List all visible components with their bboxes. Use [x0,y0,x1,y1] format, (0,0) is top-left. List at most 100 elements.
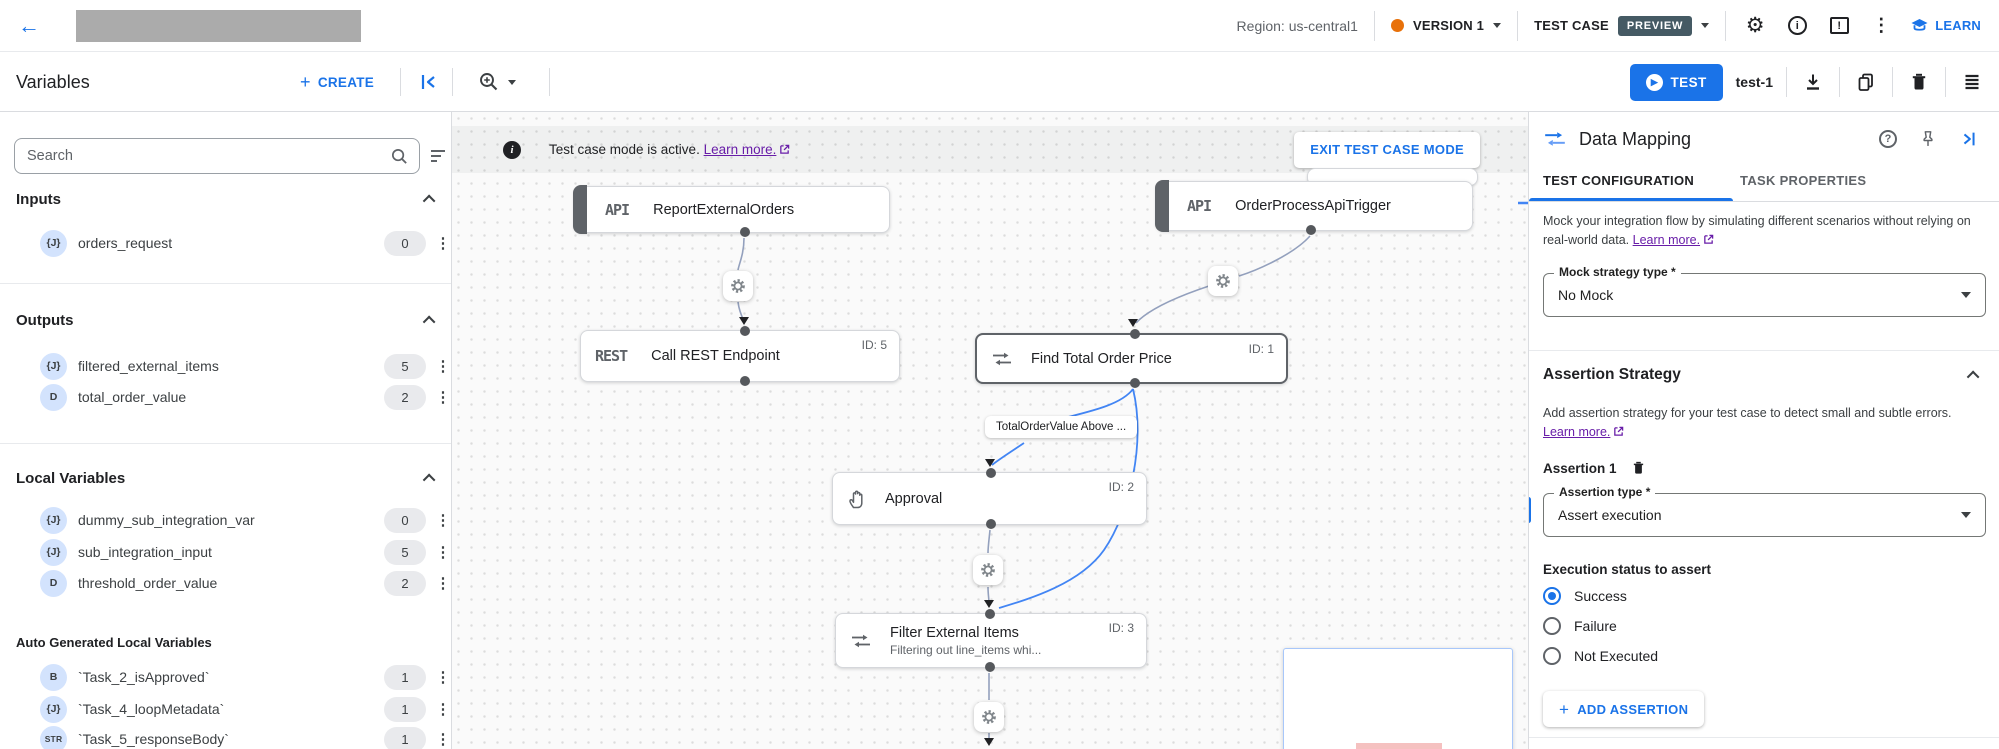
back-icon[interactable]: ← [18,12,40,38]
download-icon[interactable] [1800,69,1826,95]
search-input[interactable] [27,148,390,164]
panel-resize-handle[interactable] [1529,497,1531,523]
input-port[interactable] [985,609,995,619]
row-menu-icon[interactable]: ⋮ [435,669,451,686]
delete-assertion-icon[interactable] [1631,460,1646,476]
variable-row[interactable]: {J} dummy_sub_integration_var 0 ⋮ [0,505,451,535]
usage-count-badge: 1 [384,696,426,722]
pin-icon[interactable] [1919,130,1937,148]
canvas-minimap[interactable] [1283,648,1513,749]
more-vertical-icon[interactable]: ⋮ [1872,15,1891,35]
collapse-left-panel-icon[interactable] [418,52,440,112]
execution-log-icon[interactable] [1959,69,1985,95]
test-button[interactable]: ▶ TEST [1629,63,1723,101]
type-badge-double: D [40,569,67,597]
input-port[interactable] [1130,329,1140,339]
external-link-icon [779,143,790,158]
row-menu-icon[interactable]: ⋮ [435,544,451,561]
radio-icon[interactable] [1543,617,1561,635]
learn-link[interactable]: LEARN [1910,18,1981,34]
version-selector[interactable]: VERSION 1 [1390,18,1502,33]
row-menu-icon[interactable]: ⋮ [435,512,451,529]
output-port[interactable] [1306,225,1316,235]
divider [1839,67,1840,97]
create-variable-button[interactable]: + CREATE [300,52,374,112]
add-assertion-button[interactable]: + ADD ASSERTION [1543,691,1705,727]
integration-canvas[interactable]: i Test case mode is active. Learn more. … [452,112,1528,749]
variable-row[interactable]: {J} sub_integration_input 5 ⋮ [0,537,451,567]
row-menu-icon[interactable]: ⋮ [435,731,451,748]
assertion-type-select[interactable]: Assertion type * Assert execution [1543,485,1986,537]
test-mode-banner: i Test case mode is active. Learn more. … [452,126,1528,173]
node-report-external-orders[interactable]: API ReportExternalOrders [573,185,890,237]
row-menu-icon[interactable]: ⋮ [435,701,451,718]
output-port[interactable] [740,227,750,237]
edge-config-gear-icon[interactable] [723,271,753,301]
variable-row[interactable]: {J} filtered_external_items 5 ⋮ [0,351,451,381]
output-port[interactable] [986,519,996,529]
output-port[interactable] [1130,378,1140,388]
mock-learn-more-link[interactable]: Learn more. [1632,232,1701,247]
banner-message: Test case mode is active. Learn more. [549,142,790,158]
radio-option-failure[interactable]: Failure [1543,617,1617,635]
app-header-right: Region: us-central1 VERSION 1 TEST CASE … [1236,10,1981,41]
delete-icon[interactable] [1906,69,1932,95]
tab-test-configuration[interactable]: TEST CONFIGURATION [1543,173,1695,188]
node-title: Filter External Items [890,624,1019,641]
output-port[interactable] [985,662,995,672]
radio-option-not-executed[interactable]: Not Executed [1543,647,1658,665]
output-port[interactable] [740,376,750,386]
chevron-up-icon[interactable] [422,194,436,207]
copy-icon[interactable] [1853,69,1879,95]
node-call-rest-endpoint[interactable]: REST Call REST Endpoint ID: 5 [580,326,900,386]
chevron-up-icon[interactable] [1966,370,1980,383]
input-port[interactable] [740,326,750,336]
variable-row[interactable]: B `Task_2_isApproved` 1 ⋮ [0,662,451,692]
data-mapping-panel: Data Mapping ? TEST CONFIGURATION TASK P… [1528,112,1999,749]
node-filter-external-items[interactable]: Filter External Items Filtering out line… [835,609,1147,672]
variable-row[interactable]: {J} `Task_4_loopMetadata` 1 ⋮ [0,694,451,724]
collapse-right-panel-icon[interactable] [1959,129,1979,149]
banner-learn-more-link[interactable]: Learn more. [703,141,777,157]
panel-header: Data Mapping ? [1529,120,1999,158]
chevron-up-icon[interactable] [422,315,436,328]
usage-count-badge: 2 [384,384,426,410]
tab-task-properties[interactable]: TASK PROPERTIES [1740,173,1867,188]
canvas-zoom-control[interactable] [478,52,516,112]
info-icon[interactable]: i [1784,13,1810,39]
chevron-up-icon[interactable] [422,473,436,486]
type-badge-json: {J} [40,352,67,380]
variable-row[interactable]: STR `Task_5_responseBody` 1 ⋮ [0,724,451,749]
edge-config-gear-icon[interactable] [1208,266,1238,296]
exit-test-case-mode-button[interactable]: EXIT TEST CASE MODE [1294,131,1480,168]
radio-selected-icon[interactable] [1543,587,1561,605]
mock-strategy-select[interactable]: Mock strategy type * No Mock [1543,265,1986,317]
radio-label: Success [1574,588,1627,604]
row-menu-icon[interactable]: ⋮ [435,389,451,406]
node-find-total-order-price[interactable]: Find Total Order Price ID: 1 [975,329,1288,388]
row-menu-icon[interactable]: ⋮ [435,358,451,375]
radio-option-success[interactable]: Success [1543,587,1627,605]
usage-count-badge: 0 [384,230,426,256]
row-menu-icon[interactable]: ⋮ [435,235,451,252]
radio-icon[interactable] [1543,647,1561,665]
variable-search[interactable] [14,138,420,174]
sort-filter-icon[interactable] [427,146,449,171]
feedback-icon[interactable]: ! [1826,13,1852,39]
edge-config-gear-icon[interactable] [974,702,1004,732]
test-case-selector[interactable]: TEST CASE PREVIEW [1534,15,1710,36]
variable-row[interactable]: D threshold_order_value 2 ⋮ [0,568,451,598]
input-port[interactable] [986,468,996,478]
assertion-learn-more-link[interactable]: Learn more. [1543,424,1611,439]
node-approval[interactable]: Approval ID: 2 [832,468,1147,529]
preview-badge: PREVIEW [1617,15,1693,36]
help-icon[interactable]: ? [1879,130,1897,148]
row-menu-icon[interactable]: ⋮ [435,575,451,592]
settings-gear-icon[interactable]: ⚙ [1745,14,1765,37]
edge-condition-label[interactable]: TotalOrderValue Above ... [985,416,1138,438]
region-label: Region: us-central1 [1236,17,1358,34]
variable-row[interactable]: D total_order_value 2 ⋮ [0,382,451,412]
node-order-process-api-trigger[interactable]: API OrderProcessApiTrigger [1155,180,1473,235]
edge-config-gear-icon[interactable] [973,555,1003,585]
variable-row[interactable]: {J} orders_request 0 ⋮ [0,228,451,258]
